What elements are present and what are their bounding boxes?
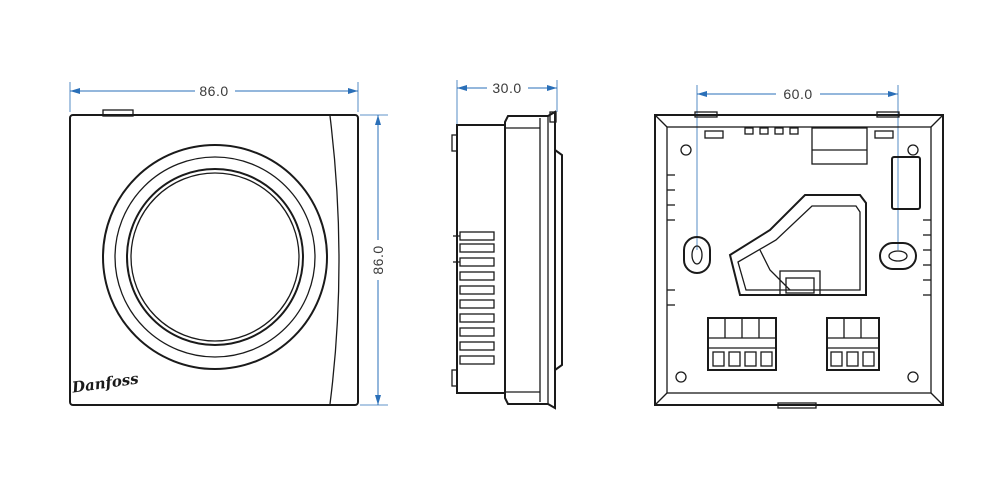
- back-inner-frame: [666, 126, 932, 394]
- side-rear-lug-bottom: [451, 369, 458, 387]
- back-screw-top-right: [907, 144, 919, 156]
- back-view: 60.0: [654, 85, 944, 409]
- side-view: 30.0: [451, 80, 563, 410]
- back-right-latch: [891, 156, 921, 210]
- back-screw-top-left: [680, 144, 692, 156]
- dial-knob: [126, 168, 304, 346]
- dial-inner-edge: [130, 172, 300, 342]
- back-screw-bottom-left: [675, 371, 687, 383]
- dial-outer-ring: [102, 144, 328, 370]
- back-mounting-hole-right: [879, 242, 917, 270]
- back-relay-block: [779, 270, 821, 296]
- side-depth-dimension: 30.0: [456, 80, 558, 125]
- front-height-dimension: 86.0: [360, 114, 388, 406]
- back-side-ribs: [667, 174, 931, 306]
- back-hole-spacing-dimension: 60.0: [696, 85, 899, 250]
- back-outer-frame: [654, 114, 944, 406]
- dial-bezel: [114, 156, 316, 358]
- back-top-bracket: [811, 127, 868, 165]
- front-height-label: 86.0: [370, 245, 386, 274]
- side-vents: [453, 231, 495, 365]
- front-view: 86.0 86.0 Danfoss: [69, 82, 388, 406]
- front-side-seam: [329, 115, 340, 405]
- back-terminal-block-left: [707, 317, 777, 371]
- back-hole-spacing-label: 60.0: [783, 86, 812, 102]
- front-width-dimension: 86.0: [69, 82, 359, 112]
- back-cable-opening: [728, 194, 867, 296]
- side-front-cover: [504, 110, 556, 410]
- back-screw-bottom-right: [907, 371, 919, 383]
- back-terminal-block-right: [826, 317, 880, 371]
- side-top-clip: [549, 111, 557, 123]
- danfoss-logo: Danfoss: [70, 369, 140, 396]
- side-dial-profile: [554, 149, 563, 371]
- front-housing: [69, 114, 359, 406]
- back-mounting-hole-left: [683, 236, 711, 274]
- side-base: [456, 124, 506, 394]
- back-bottom-tab: [777, 402, 817, 409]
- side-rear-lug-top: [451, 134, 458, 152]
- front-width-label: 86.0: [199, 83, 228, 99]
- side-depth-label: 30.0: [492, 80, 521, 96]
